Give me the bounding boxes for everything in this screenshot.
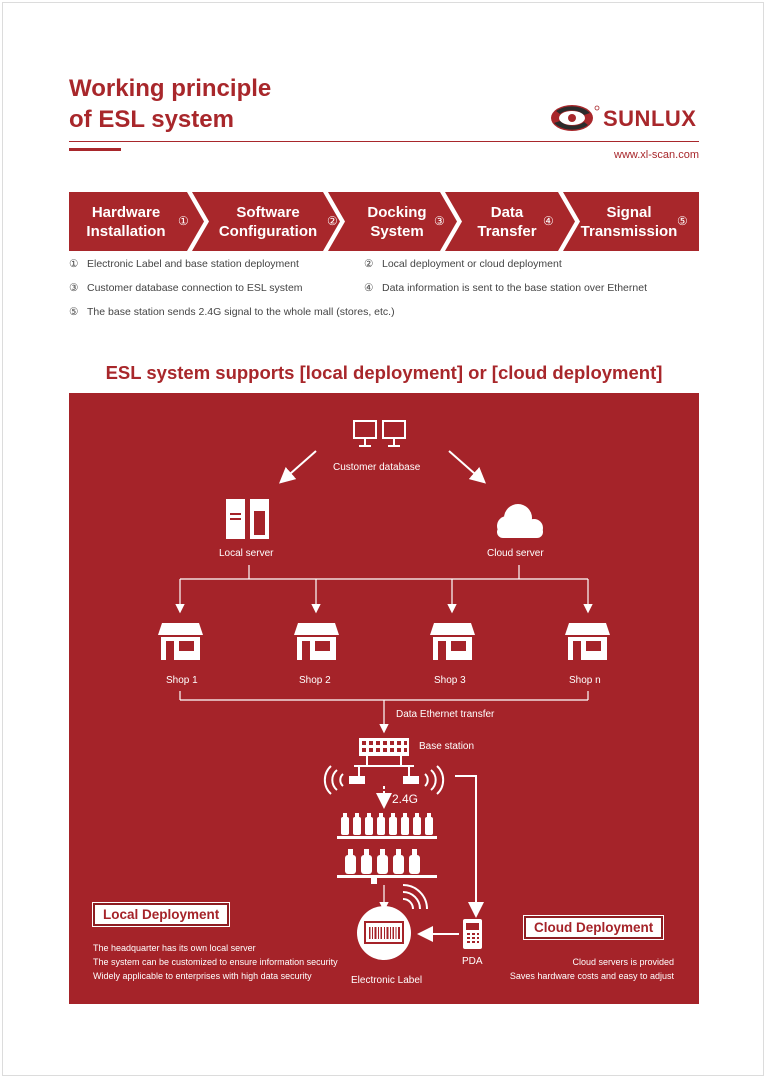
cloud-deployment-description: Cloud servers is provided Saves hardware…: [509, 957, 674, 981]
cloud-server-label: Cloud server: [487, 548, 544, 559]
shop-icon: [158, 623, 203, 660]
label-wifi-icon: [402, 884, 428, 910]
base-station-label: Base station: [419, 741, 475, 752]
shop-1-label: Shop 1: [166, 675, 198, 686]
step-signal-transmission: Signal Transmission: [580, 203, 678, 240]
step-number-4: ④: [543, 214, 554, 228]
pda-icon: [463, 919, 482, 949]
step-hardware-installation: Hardware Installation: [86, 203, 166, 240]
process-steps-bar: [69, 192, 699, 251]
step-number-2: ②: [327, 214, 338, 228]
section-subtitle: ESL system supports [local deployment] o…: [105, 362, 663, 383]
local-deployment-title: Local Deployment: [91, 902, 231, 927]
page-title: Working principle of ESL system: [69, 73, 271, 135]
shop-3-label: Shop 3: [434, 675, 466, 686]
step-software-configuration: Software Configuration: [218, 203, 318, 240]
local-server-label: Local server: [219, 548, 274, 559]
server-icon: [226, 499, 269, 539]
sunlux-logo-icon: [551, 105, 600, 131]
step-docking-system: Docking System: [367, 203, 427, 240]
shelf-icon: [337, 813, 437, 884]
arrow-db-to-local: [279, 450, 317, 484]
customer-database-label: Customer database: [333, 462, 421, 473]
monitors-icon: [353, 420, 406, 447]
diagram-graphics: [158, 420, 610, 960]
arrow-db-to-cloud: [448, 450, 486, 484]
frequency-label: 2.4G: [392, 792, 419, 806]
shop-icons: [158, 623, 610, 660]
cloud-deployment-title: Cloud Deployment: [522, 915, 665, 940]
shop-icon: [430, 623, 475, 660]
electronic-label-text: Electronic Label: [351, 975, 423, 986]
local-deployment-description: The headquarter has its own local server…: [93, 943, 338, 981]
deployment-diagram: Customer database Local server Cloud ser…: [69, 393, 699, 1004]
shop-icon: [565, 623, 610, 660]
header-rule: [69, 141, 699, 142]
shop-n-label: Shop n: [569, 675, 601, 686]
shop-icon: [294, 623, 339, 660]
step-data-transfer: Data Transfer: [477, 203, 537, 240]
website-url: www.xl-scan.com: [614, 149, 699, 161]
step-number-5: ⑤: [677, 214, 688, 228]
title-line-2: of ESL system: [69, 106, 234, 133]
bottle-row-top: [341, 813, 433, 835]
bottle-row-bottom: [345, 849, 420, 874]
title-line-1: Working principle: [69, 75, 272, 102]
shop-2-label: Shop 2: [299, 675, 331, 686]
brand-name: SUNLUX: [603, 106, 697, 131]
step-number-3: ③: [434, 214, 445, 228]
cloud-icon: [497, 504, 543, 538]
title-underline: [69, 148, 121, 151]
pda-label: PDA: [462, 956, 483, 967]
electronic-label-icon: [357, 906, 411, 960]
ethernet-label: Data Ethernet transfer: [396, 709, 495, 720]
wifi-icon: [323, 765, 445, 795]
step-number-1: ①: [178, 214, 189, 228]
base-station-icon: [359, 738, 409, 756]
